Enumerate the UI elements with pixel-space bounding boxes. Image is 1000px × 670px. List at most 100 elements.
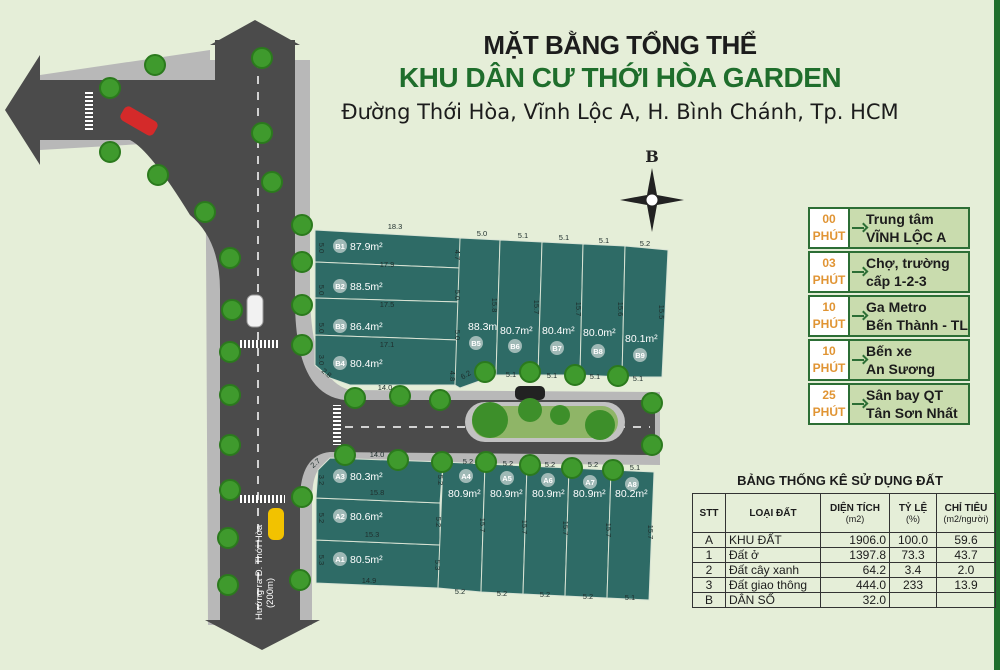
table-cell-type: KHU ĐẤT [725,532,821,548]
tree-icon [219,341,241,363]
plot-area: 80.3m² [350,471,383,483]
table-title: BẢNG THỐNG KÊ SỬ DỤNG ĐẤT [737,473,943,488]
dimension-label: 3.0 [317,355,326,365]
tree-icon [518,398,542,422]
tree-icon [291,486,313,508]
tree-icon [99,77,121,99]
plot-badge [333,509,347,523]
tree-icon [519,454,541,476]
plot-badge [333,279,347,293]
tree-icon [291,334,313,356]
plot-b9[interactable]: B9 80.1m² [621,245,669,378]
tree-icon [431,451,453,473]
arrow-left [5,55,40,165]
dimension-label: 5.0 [317,285,326,295]
plot-badge [333,552,347,566]
dimension-label: 5.2 [436,475,445,485]
plot-badge [333,469,347,483]
tree-icon [251,122,273,144]
tree-icon [387,449,409,471]
dimension-label: 3.2 [317,475,326,485]
table-cell-ratio: 100.0 [889,532,937,548]
plot-badge [541,473,555,487]
dimension-label: 5.1 [518,231,528,240]
tree-icon [147,164,169,186]
dimension-label: 5.2 [497,589,507,598]
tree-icon [475,451,497,473]
dimension-label: 5.1 [506,370,516,379]
table-cell-area: 1906.0 [820,532,890,548]
plot-b7[interactable]: B7 80.4m² [537,241,584,376]
dimension-label: 15.7 [478,518,487,533]
svg-text:(200m): (200m) [265,578,276,608]
plot-area: 80.9m² [490,488,523,500]
plot-area: 88.5m² [350,281,383,293]
dimension-label: 18.3 [388,222,403,231]
arrow-icon [850,209,866,247]
dimension-label: 5.2 [455,587,465,596]
table-cell-stt: B [692,592,726,608]
tree-icon [561,457,583,479]
tree-icon [219,247,241,269]
plot-area: 80.4m² [542,325,575,337]
dimension-label: 5.1 [630,463,640,472]
dimension-label: 5.0 [317,323,326,333]
plot-id: A8 [627,480,637,489]
dimension-label: 17.1 [380,340,395,349]
table-cell-type: Đất cây xanh [725,562,821,578]
table-cell-ratio: 233 [889,577,937,593]
plot-badge [333,319,347,333]
table-cell-type: Đất ở [725,547,821,563]
table-cell-ratio: 3.4 [889,562,937,578]
dimension-label: 5.3 [317,555,326,565]
dimension-label: 5.1 [547,371,557,380]
compass: B [620,147,684,232]
plot-badge [333,239,347,253]
plot-area: 80.9m² [573,488,606,500]
dimension-label: 14.0 [370,450,385,459]
dimension-label: 15.7 [561,521,570,536]
dimension-label: 5.0 [453,330,462,340]
dimension-label: 5.2 [463,457,473,466]
tree-icon [344,387,366,409]
dimension-label: 4.7 [453,250,462,260]
dimension-label: 15.7 [574,302,583,317]
plot-id: A5 [502,474,512,483]
plot-badge [633,348,647,362]
tree-icon [217,527,239,549]
tree-icon [474,361,496,383]
plot-area: 80.1m² [625,333,658,345]
car-red [120,106,158,136]
dimension-label: 15.7 [604,523,613,538]
plot-id: B9 [635,351,645,360]
plot-id: B7 [552,344,562,353]
tree-icon [221,299,243,321]
plot-badge [500,471,514,485]
arrow-up [210,20,300,45]
arrow-icon [850,253,866,291]
tree-icon [564,364,586,386]
tree-icon [261,171,283,193]
dimension-label: 5.2 [317,513,326,523]
plot-id: A1 [335,555,345,564]
dimension-label: 5.2 [588,460,598,469]
tree-icon [291,214,313,236]
dimension-label: 5.2 [434,517,443,527]
dimension-label: 5.3 [433,560,442,570]
